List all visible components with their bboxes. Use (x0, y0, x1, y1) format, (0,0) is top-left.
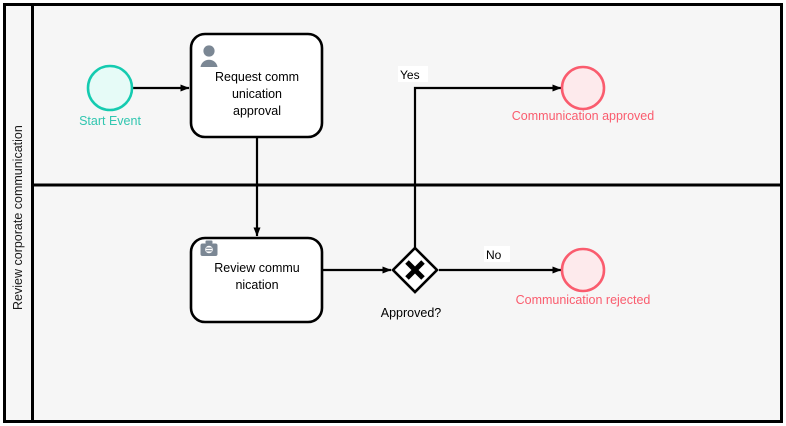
task-request-approval-line3: approval (233, 104, 281, 118)
flow-gateway-yes[interactable] (413, 84, 562, 248)
user-icon (200, 45, 218, 67)
task-request-approval-line1: Request comm (215, 70, 299, 84)
flow-label-yes: Yes (400, 68, 420, 82)
start-event-label: Start Event (79, 114, 141, 128)
end-event-rejected-label: Communication rejected (516, 293, 651, 307)
gateway-approved-label: Approved? (381, 306, 442, 320)
pool-container[interactable] (3, 3, 783, 423)
task-request-approval[interactable] (189, 32, 324, 139)
task-review-communication-line1: Review commu (214, 261, 299, 275)
end-event-approved-label: Communication approved (512, 109, 654, 123)
end-event-rejected-shape[interactable] (560, 247, 606, 293)
x-marker-icon (405, 260, 425, 280)
flow-label-yes-bg (398, 66, 428, 82)
end-event-approved-shape[interactable] (560, 65, 606, 111)
task-request-approval-line2: unication (232, 87, 282, 101)
task-review-communication-line2: nication (235, 278, 278, 292)
flow-label-no: No (486, 248, 502, 262)
briefcase-icon (200, 240, 218, 256)
start-event-shape[interactable] (86, 64, 134, 112)
task-review-communication[interactable] (189, 236, 324, 324)
flow-label-no-bg (484, 246, 510, 262)
lane-label: Review corporate communication (11, 125, 25, 310)
